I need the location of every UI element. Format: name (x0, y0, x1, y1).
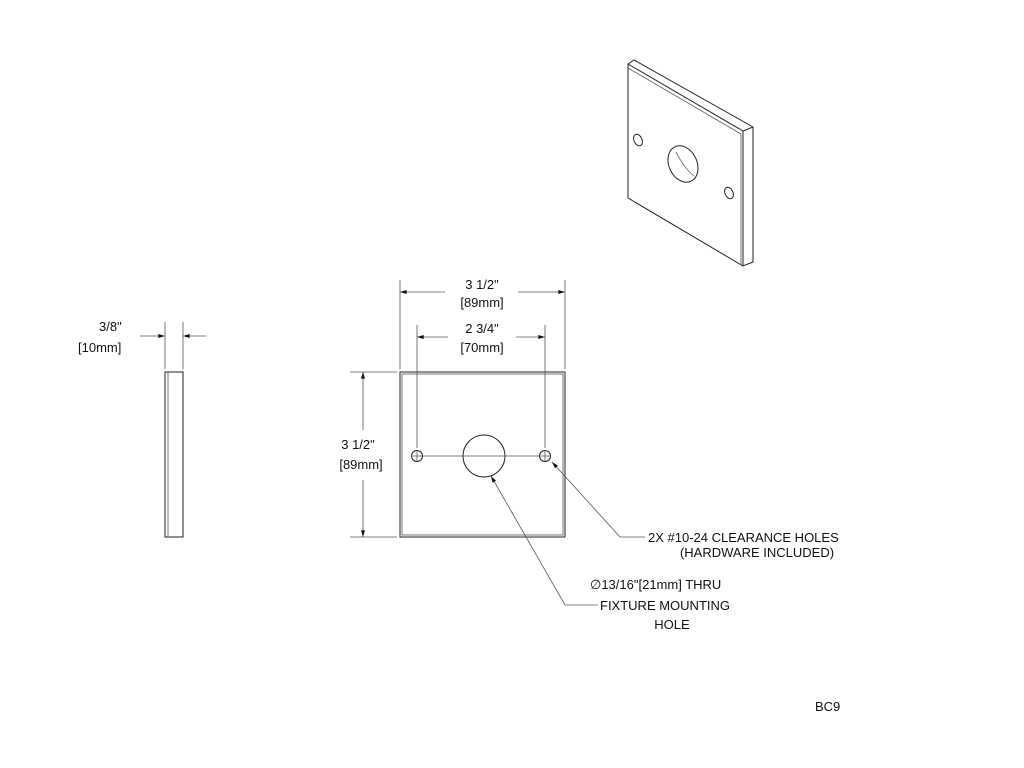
side-view: 3/8" [10mm] (78, 319, 206, 538)
part-number: BC9 (815, 699, 840, 714)
isometric-view (627, 59, 754, 267)
height-metric: [89mm] (339, 457, 382, 472)
mounting-hole-label-2: HOLE (654, 617, 690, 632)
callouts: 2X #10-24 CLEARANCE HOLES (HARDWARE INCL… (490, 461, 839, 632)
thickness-metric: [10mm] (78, 340, 121, 355)
height-imperial: 3 1/2" (341, 437, 375, 452)
mounting-hole-size: ∅13/16"[21mm] THRU (590, 577, 721, 592)
width-metric: [89mm] (460, 295, 503, 310)
spacing-metric: [70mm] (460, 340, 503, 355)
mounting-hole-label: FIXTURE MOUNTING (600, 598, 730, 613)
thickness-imperial: 3/8" (99, 319, 122, 334)
spacing-imperial: 2 3/4" (465, 321, 499, 336)
clearance-holes-label: 2X #10-24 CLEARANCE HOLES (648, 530, 839, 545)
front-view: 3 1/2" [89mm] 2 3/4" [70mm] 3 1/2" [89mm… (339, 277, 566, 538)
clearance-holes-note: (HARDWARE INCLUDED) (680, 545, 834, 560)
width-imperial: 3 1/2" (465, 277, 499, 292)
